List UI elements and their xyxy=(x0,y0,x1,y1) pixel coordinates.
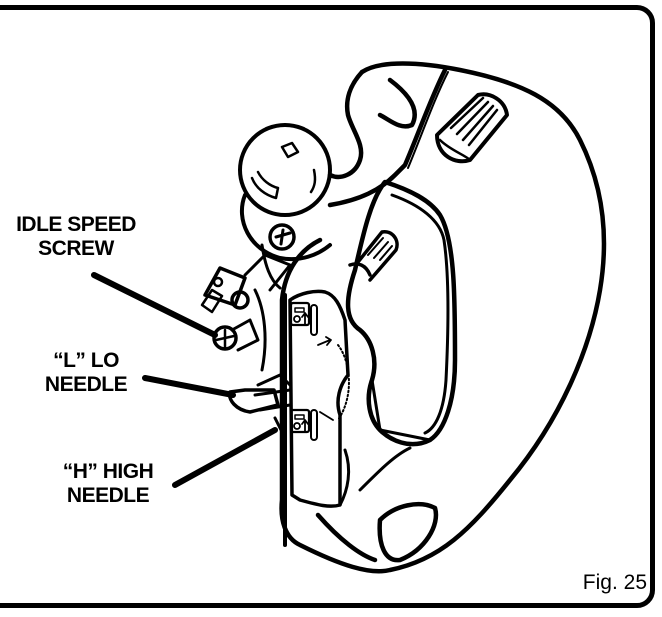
callout-line-1: “H” HIGH xyxy=(62,460,154,483)
callout-line-2: SCREW xyxy=(38,237,114,260)
throttle-lock-grip xyxy=(435,92,509,164)
callout-line-2: NEEDLE xyxy=(44,373,128,396)
callout-line-1: “L” LO xyxy=(53,349,119,372)
leader-lines xyxy=(91,272,278,488)
adjustment-label-plate xyxy=(283,289,350,547)
callout-line-1: IDLE SPEED xyxy=(16,213,136,236)
callout-l-lo-needle: “L” LO NEEDLE xyxy=(38,349,134,397)
callout-idle-speed-screw: IDLE SPEED SCREW xyxy=(6,213,146,261)
figure-label: Fig. 25 xyxy=(582,571,647,594)
air-filter-dome xyxy=(238,123,332,290)
handle-body xyxy=(279,61,607,574)
phillips-screw xyxy=(268,223,296,251)
carburetor-body xyxy=(200,253,292,434)
callout-h-high-needle: “H” HIGH NEEDLE xyxy=(55,460,161,508)
figure-frame xyxy=(0,5,655,608)
callout-line-2: NEEDLE xyxy=(66,484,150,507)
choke-knob xyxy=(348,230,399,282)
